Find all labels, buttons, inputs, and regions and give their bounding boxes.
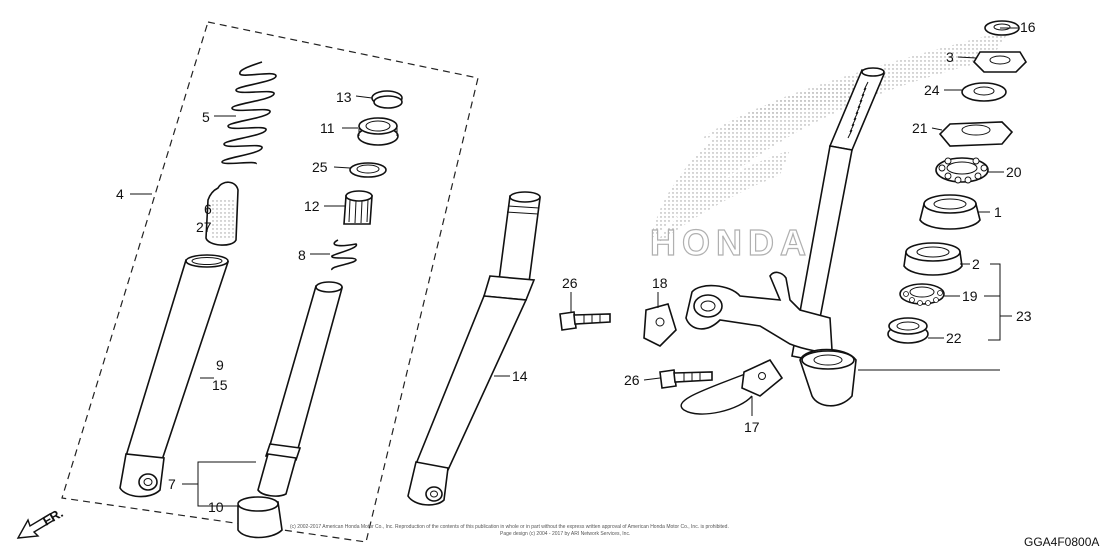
plate-hole (655, 317, 665, 327)
bearing-part-20 (935, 157, 989, 184)
fork-leg-part-14 (407, 191, 541, 506)
callout-26-lower: 26 (624, 372, 640, 388)
bolt-part-26-upper (559, 311, 611, 331)
race-part-2 (903, 242, 963, 276)
callout-5: 5 (202, 109, 210, 125)
seal-part-22 (887, 317, 929, 344)
callout-24: 24 (924, 82, 940, 98)
callout-14: 14 (512, 368, 528, 384)
callout-4: 4 (116, 186, 124, 202)
honda-wing-watermark: HONDA (649, 30, 1010, 264)
bearing-part-19 (899, 283, 945, 306)
copyright-line-1: (c) 2002-2017 American Honda Motor Co., … (290, 524, 729, 530)
callout-6: 6 (204, 201, 212, 217)
callout-25: 25 (312, 159, 328, 175)
callout-15: 15 (212, 377, 228, 393)
outer-tube-part-9 (119, 254, 230, 498)
cap-part-13-base (373, 95, 403, 109)
oil-seal-part-11 (357, 117, 399, 146)
inner-tube-part-7 (257, 281, 344, 497)
honda-watermark-text: HONDA (650, 222, 812, 263)
spring-part-5 (221, 61, 277, 165)
washer-part-24-hole (973, 86, 995, 96)
callout-1: 1 (994, 204, 1002, 220)
steering-stem (685, 67, 886, 407)
callout-16: 16 (1020, 19, 1036, 35)
callout-21: 21 (912, 120, 928, 136)
callout-19: 19 (962, 288, 978, 304)
fork-assembly-outline (61, 21, 479, 543)
diagram-code: GGA4F0800A (1024, 535, 1099, 549)
callout-17: 17 (744, 419, 760, 435)
callout-27: 27 (196, 219, 212, 235)
cable-guide-part-17 (680, 358, 784, 415)
callout-3: 3 (946, 49, 954, 65)
front-direction-arrow: FR. (16, 505, 66, 539)
callout-18: 18 (652, 275, 668, 291)
leader-lines (130, 27, 1018, 507)
race-part-1 (919, 194, 981, 230)
callout-12: 12 (304, 198, 320, 214)
copyright-line-2: Page design (c) 2004 - 2017 by ARI Netwo… (500, 531, 630, 537)
callout-26-upper: 26 (562, 275, 578, 291)
ring-part-25-hole (356, 164, 380, 174)
callout-22: 22 (946, 330, 962, 346)
bush-part-10 (237, 496, 283, 539)
callout-2: 2 (972, 256, 980, 272)
ring-part-16-hole (993, 23, 1011, 31)
callout-20: 20 (1006, 164, 1022, 180)
callout-7: 7 (168, 476, 176, 492)
callout-9: 9 (216, 357, 224, 373)
nut-part-3 (972, 51, 1028, 73)
callout-13: 13 (336, 89, 352, 105)
callout-labels: 4 5 6 27 9 15 7 10 13 11 25 12 8 14 26 1… (116, 19, 1036, 515)
bushing-part-12 (343, 190, 373, 225)
locknut-part-21 (938, 121, 1014, 147)
damper-texture (210, 198, 234, 238)
callout-23: 23 (1016, 308, 1032, 324)
bolt-part-26-lower (659, 369, 713, 389)
callout-11: 11 (320, 120, 335, 136)
callout-8: 8 (298, 247, 306, 263)
callout-10: 10 (208, 499, 224, 515)
small-spring-part-8 (331, 239, 357, 271)
